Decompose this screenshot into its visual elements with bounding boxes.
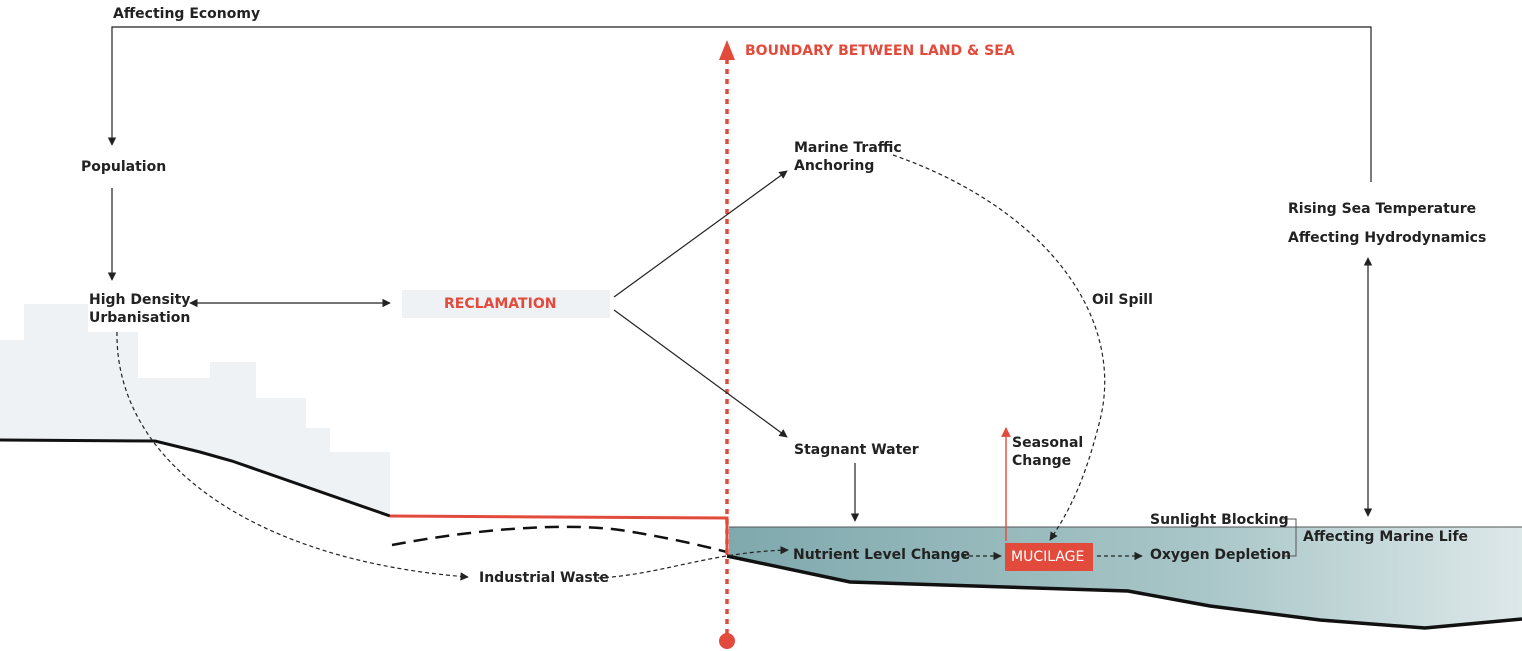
- industrial-waste-label: Industrial Waste: [479, 570, 609, 586]
- reclamation-profile-line: [389, 514, 729, 555]
- affecting-marine-life-label: Affecting Marine Life: [1303, 529, 1469, 545]
- reclamation-to-traffic-arrow: [613, 170, 788, 298]
- sea-water-shape: [729, 527, 1522, 628]
- marine-life-bracket: [1282, 518, 1297, 557]
- affecting-hydrodynamics-label: Affecting Hydrodynamics: [1288, 230, 1487, 246]
- oil-spill-label: Oil Spill: [1092, 292, 1153, 308]
- boundary-arrow-head: [719, 40, 735, 60]
- stagnant-water-label: Stagnant Water: [794, 442, 919, 458]
- seabed-profile-line: [726, 554, 1522, 630]
- seasonal-label: Seasonal: [1012, 435, 1084, 451]
- rising-sea-temperature-label: Rising Sea Temperature: [1288, 201, 1477, 217]
- marine-traffic-label: Marine Traffic: [794, 140, 902, 156]
- original-coastline-dashed: [391, 525, 728, 554]
- oxygen-depletion-label: Oxygen Depletion: [1150, 547, 1291, 563]
- boundary-anchor-dot: [719, 633, 735, 649]
- economy-feedback-line: [107, 26, 1372, 182]
- reclamation-to-stagnant-arrow: [613, 309, 788, 438]
- boundary-label: BOUNDARY BETWEEN LAND & SEA: [745, 43, 1015, 59]
- reclamation-box: [402, 290, 610, 318]
- change-label: Change: [1012, 453, 1072, 469]
- mucilage-label: MUCILAGE: [1011, 549, 1085, 565]
- sunlight-blocking-label: Sunlight Blocking: [1150, 512, 1289, 528]
- urbanisation-to-waste-dashed: [116, 331, 469, 581]
- high-density-label: High Density: [89, 292, 191, 308]
- land-profile-line: [0, 438, 391, 518]
- mucilage-box: [1005, 543, 1093, 571]
- anchoring-label: Anchoring: [794, 158, 875, 174]
- population-label: Population: [81, 159, 167, 175]
- urbanisation-label: Urbanisation: [89, 310, 191, 326]
- oil-spill-dashed-arc: [892, 154, 1106, 541]
- city-skyline-shape: [0, 304, 390, 516]
- reclamation-label: RECLAMATION: [444, 296, 557, 312]
- affecting-economy-label: Affecting Economy: [113, 6, 261, 22]
- nutrient-level-change-label: Nutrient Level Change: [793, 547, 970, 563]
- waste-to-nutrient-dashed: [597, 545, 789, 579]
